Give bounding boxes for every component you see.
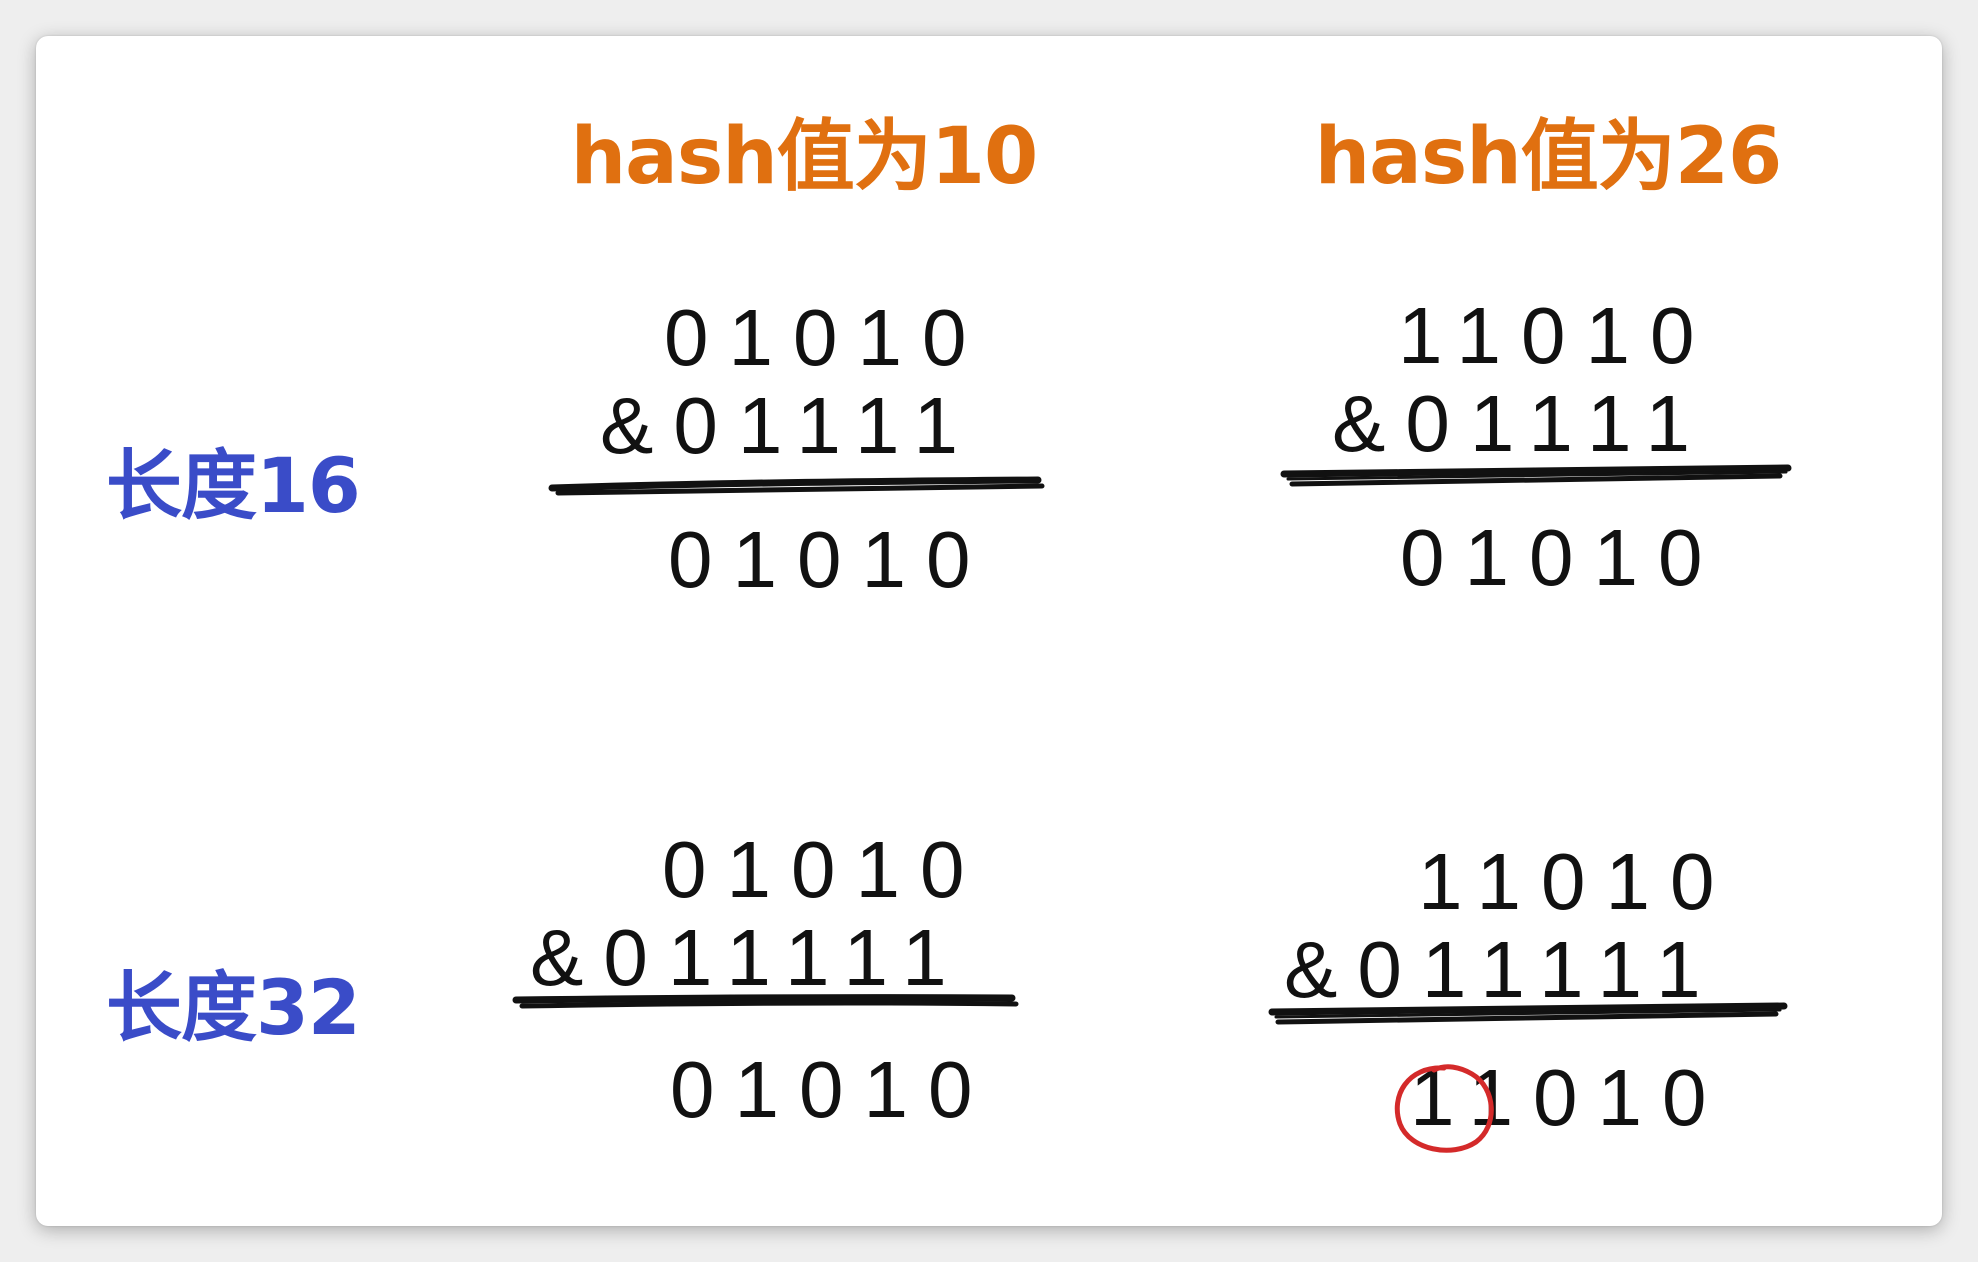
header-hash-26: hash值为26 [1314,112,1783,202]
operand-a-r16c26: 11010 [1398,291,1715,380]
operand-b-r32c26: &011111 [1284,925,1721,1014]
operand-b-r16c10: &01111 [600,381,979,470]
highlighted-bit: 1 [1410,1053,1469,1142]
operand-b-r16c26: &01111 [1332,379,1711,468]
operand-a-r32c26: 11010 [1418,837,1735,926]
label-length-16: 长度16 [106,441,361,530]
result-rest: 1010 [1468,1053,1727,1142]
result-r16c26: 01010 [1400,513,1723,602]
label-length-32: 长度32 [106,963,361,1052]
result-r32c10: 01010 [670,1045,993,1134]
result-r16c10: 01010 [668,515,991,604]
separator-line-r16c26-third-stroke [1286,470,1788,481]
header-hash-10: hash值为10 [570,112,1039,202]
diagram-canvas: hash值为10 hash值为26 长度16 长度32 01010 &01111… [36,36,1942,1226]
result-r32c26: 11010 [1410,1058,1727,1138]
operand-a-r16c10: 01010 [664,293,987,382]
separator-line-r16c26-second-stroke [1289,473,1783,487]
operand-b-r32c10: &011111 [530,913,967,1002]
separator-line-r16c10 [548,476,1042,492]
separator-line-r32c10-second-stroke [519,1000,1019,1009]
separator-line-r32c26-second-stroke [1275,1011,1779,1025]
separator-line-r16c10-second-stroke [555,483,1045,496]
operand-a-r32c10: 01010 [662,825,985,914]
separator-line-r16c26 [1280,464,1792,478]
